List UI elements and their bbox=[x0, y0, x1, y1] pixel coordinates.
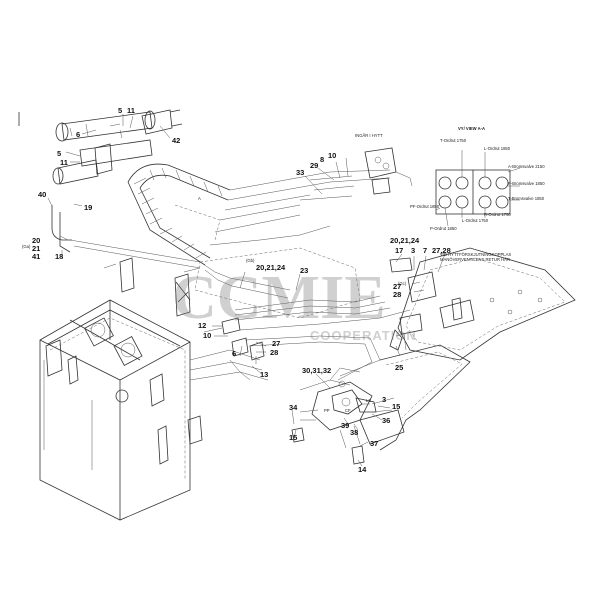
label-l-ordrut-bot: L-Ordrut 1750 bbox=[462, 218, 489, 223]
label-gc: (Gc) bbox=[398, 281, 407, 286]
callout-6b: 6 bbox=[232, 349, 236, 358]
callout-27-28: 27,28 bbox=[432, 246, 451, 255]
callout-11b: 11 bbox=[60, 158, 68, 167]
callout-12: 12 bbox=[198, 321, 206, 330]
label-vid-hytt: VID HYTTFÖRSKJUTNINGKOPPLAS bbox=[440, 252, 511, 257]
callout-40: 40 bbox=[38, 190, 46, 199]
label-a-mark: A bbox=[198, 196, 201, 201]
watermark-brand: CCMIE bbox=[172, 264, 386, 332]
callout-27b: 27 bbox=[393, 282, 401, 291]
callout-19: 19 bbox=[84, 203, 92, 212]
hydraulic-tank bbox=[39, 299, 203, 521]
label-ls: LS bbox=[366, 398, 371, 403]
callout-17: 17 bbox=[395, 246, 403, 255]
watermark: CCMIE COOPERATION bbox=[172, 264, 417, 343]
brackets bbox=[103, 257, 201, 317]
callout-20: 20 bbox=[32, 236, 40, 245]
callout-6: 6 bbox=[76, 130, 80, 139]
callout-5: 5 bbox=[118, 106, 122, 115]
callout-28b: 28 bbox=[393, 290, 401, 299]
callout-5b: 5 bbox=[57, 149, 61, 158]
label-p-ordrut: P-Ordrut 1850 bbox=[430, 226, 457, 231]
label-t-ordrut: T-Ordrut 1750 bbox=[440, 138, 467, 143]
cable-chain bbox=[127, 163, 231, 266]
callout-25: 25 bbox=[395, 363, 403, 372]
callout-23: 23 bbox=[300, 266, 308, 275]
label-pp: PP bbox=[324, 408, 330, 413]
callout-36: 36 bbox=[382, 416, 390, 425]
hose-bundle-top bbox=[209, 169, 391, 246]
callout-29: 29 bbox=[310, 161, 318, 170]
leader-lines bbox=[47, 114, 446, 467]
callout-41: 41 bbox=[32, 252, 40, 261]
callout-18: 18 bbox=[55, 252, 63, 261]
callout-28c: 28 bbox=[270, 348, 278, 357]
right-frame bbox=[397, 247, 576, 361]
label-cf: CF bbox=[345, 408, 351, 413]
label-r-ordrut: R-Ordrut 1750 bbox=[484, 212, 511, 217]
callout-15a: 15 bbox=[289, 433, 297, 442]
callout-15b: 15 bbox=[392, 402, 400, 411]
left-hose bbox=[51, 205, 72, 241]
label-l-ordrut-top: L-Ordrut 1850 bbox=[484, 146, 511, 151]
callout-8: 8 bbox=[320, 155, 324, 164]
callout-21: 21 bbox=[32, 244, 40, 253]
callout-38: 38 bbox=[350, 428, 358, 437]
callout-37: 37 bbox=[370, 439, 378, 448]
small-text-labels: VY/ VIEW A-A T-Ordrut 1750 L-Ordrut 1850… bbox=[198, 126, 545, 413]
label-ingar: INGÅR I HYTT bbox=[355, 133, 383, 138]
callout-34: 34 bbox=[289, 403, 298, 412]
callout-14: 14 bbox=[358, 465, 367, 474]
view-a-a bbox=[435, 150, 521, 227]
callout-13: 13 bbox=[260, 370, 268, 379]
callout-labels: 5 11 42 6 5 11 40 19 20 (Ga) 21 41 18 29… bbox=[22, 106, 451, 474]
callout-33: 33 bbox=[296, 168, 304, 177]
callout-10b: 10 bbox=[203, 331, 211, 340]
label-pf-ordrut: PF-Ordrut 1850 bbox=[410, 204, 440, 209]
bottom-right-frame bbox=[359, 344, 471, 451]
callout-3b: 3 bbox=[382, 395, 386, 404]
callout-27c: 27 bbox=[272, 339, 280, 348]
cab-valve-block bbox=[364, 147, 413, 195]
callout-11: 11 bbox=[127, 106, 135, 115]
label-gb: (Gb) bbox=[246, 258, 255, 263]
right-valve bbox=[389, 257, 437, 303]
callout-20-21-24-mid: 20,21,24 bbox=[256, 263, 286, 272]
callout-20-21-24-right: 20,21,24 bbox=[390, 236, 420, 245]
view-title: VY/ VIEW A-A bbox=[458, 126, 485, 131]
label-ga: (Ga) bbox=[22, 244, 31, 249]
label-t-brake: T-Bromsvalve 1850 bbox=[508, 196, 545, 201]
cylinder-assembly bbox=[52, 109, 183, 185]
callout-3: 3 bbox=[411, 246, 415, 255]
watermark-sub: COOPERATION bbox=[310, 328, 417, 343]
callout-42: 42 bbox=[172, 136, 180, 145]
callout-39: 39 bbox=[341, 421, 349, 430]
callout-7: 7 bbox=[423, 246, 427, 255]
label-manover: MANÖVERVENTILENS RETUR HÄR bbox=[440, 257, 510, 262]
callout-10: 10 bbox=[328, 151, 336, 160]
hose-tray bbox=[194, 247, 411, 381]
label-p-brake: P-Bromsvalve 1850 bbox=[508, 181, 545, 186]
callout-30-31-32: 30,31,32 bbox=[302, 366, 331, 375]
label-a-brake: A-Bromsvalve 2150 bbox=[508, 164, 545, 169]
